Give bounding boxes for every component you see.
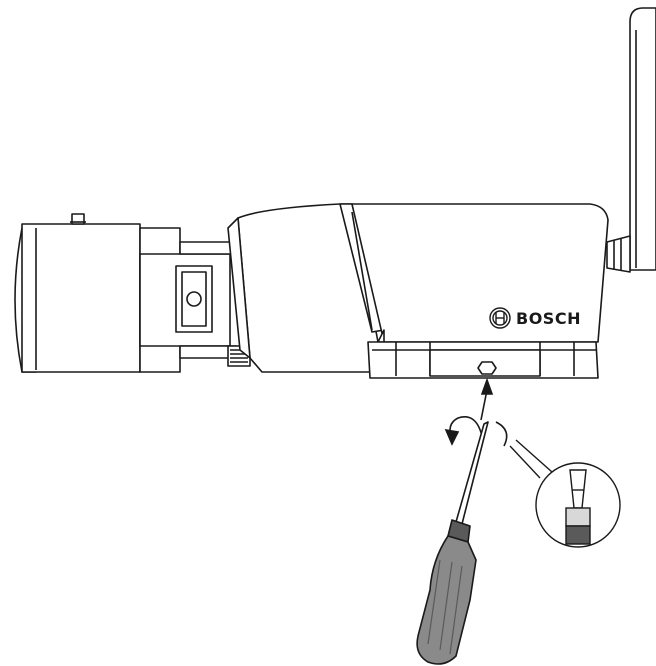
bosch-logo-icon xyxy=(489,307,511,329)
camera-housing xyxy=(227,203,609,379)
antenna xyxy=(606,7,656,273)
lens-assembly xyxy=(14,213,251,373)
counterclockwise-arrow-icon xyxy=(444,416,508,447)
screw-arrow-icon xyxy=(480,377,494,421)
screwdriver-tip-detail-icon xyxy=(509,439,621,548)
brand-label: BOSCH xyxy=(516,309,581,328)
flat-screwdriver-icon xyxy=(416,421,489,665)
